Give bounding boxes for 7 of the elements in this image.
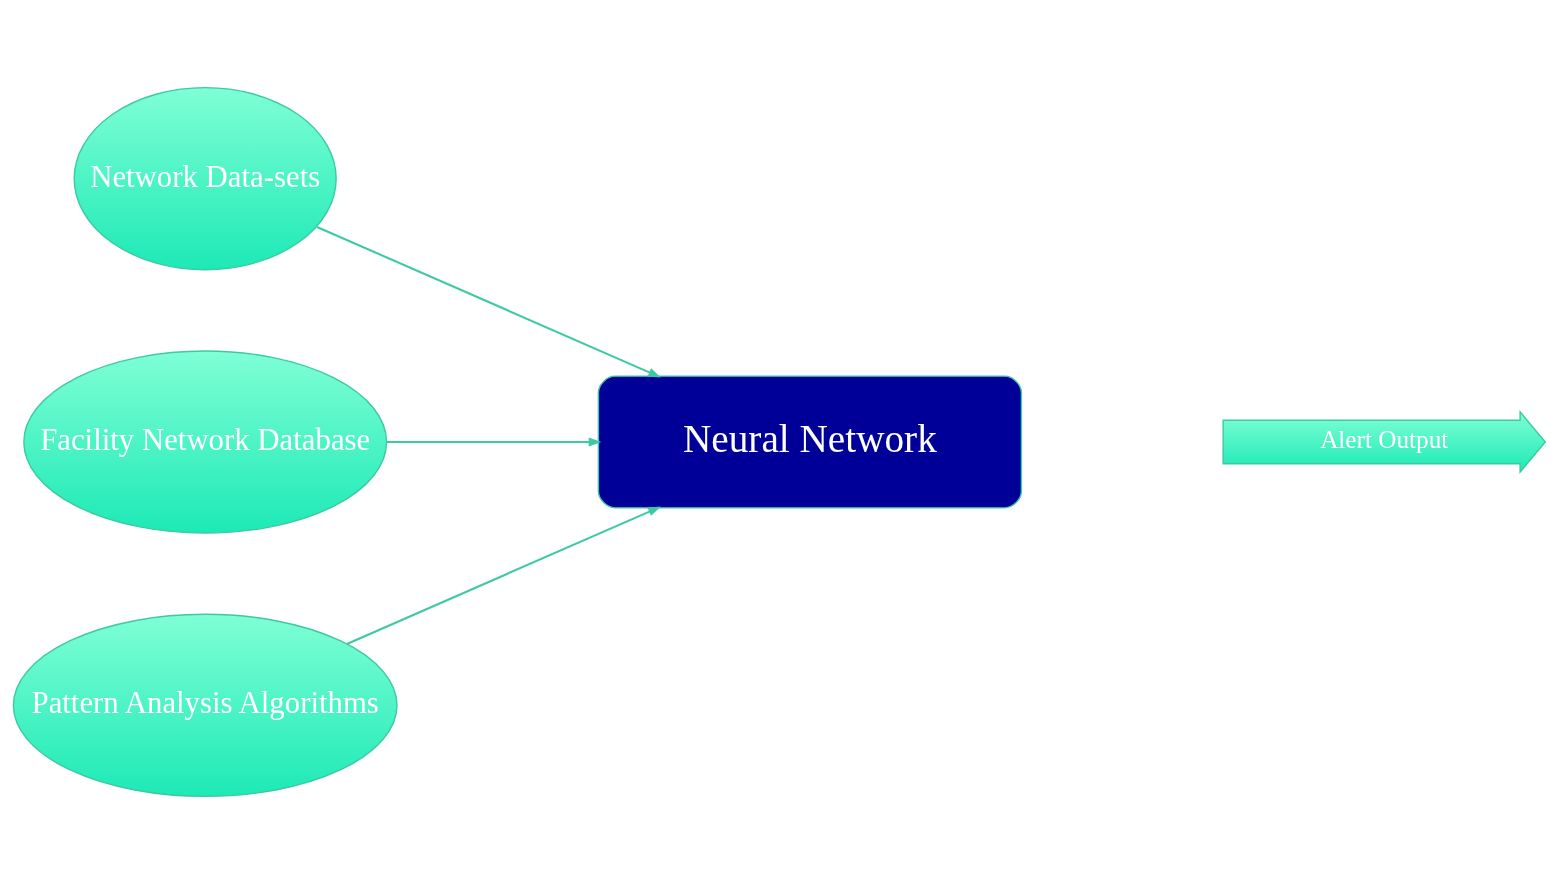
arrow (346, 506, 661, 645)
node-ellipse: Network Data-sets (73, 86, 337, 270)
node-ellipse: Pattern Analysis Algorithms (12, 613, 398, 797)
node-box: Neural Network (597, 374, 1023, 509)
arrow (316, 225, 661, 377)
arrow (386, 437, 602, 446)
node-ellipse: Facility Network Database (23, 349, 388, 534)
